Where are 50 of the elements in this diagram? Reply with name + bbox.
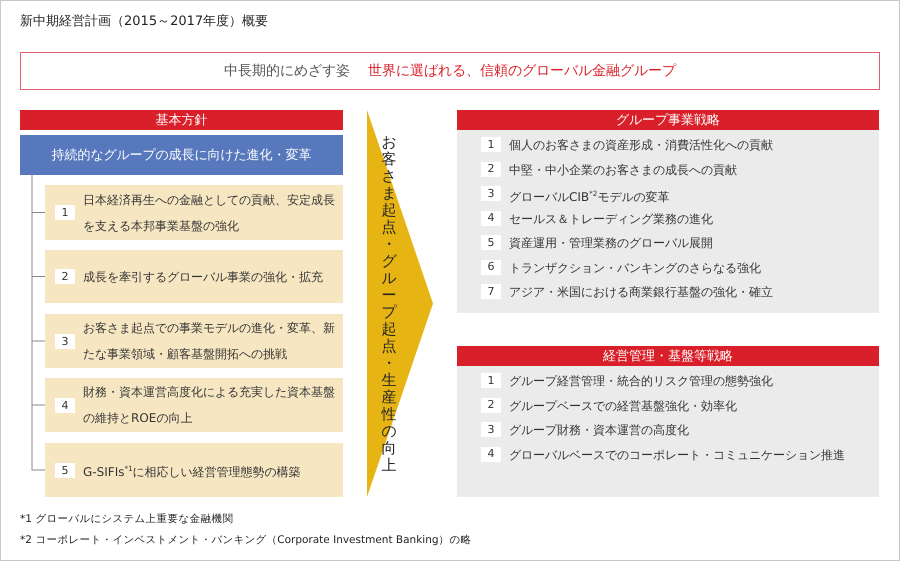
item-number: 3 <box>55 334 75 348</box>
item-number: 3 <box>481 186 501 201</box>
item-text: グループ経営管理・統合的リスク管理の態勢強化 <box>509 373 773 390</box>
section-header: グループ事業戦略 <box>457 110 879 130</box>
item-number: 2 <box>481 162 501 176</box>
item-text: 日本経済再生への金融としての貢献、安定成長を支える本邦事業基盤の強化 <box>83 192 336 234</box>
tree-connector <box>32 174 46 470</box>
item-text: グローバルCIB$^{*2}$モデルの変革 <box>509 188 670 206</box>
item-number: 4 <box>481 210 501 226</box>
strategy-panel <box>457 346 879 497</box>
item-text: セールス＆トレーディング業務の進化 <box>509 210 713 228</box>
page-title: 新中期経営計画（2015～2017年度）概要 <box>20 13 268 30</box>
item-number: 4 <box>55 398 75 412</box>
policy-banner: 持続的なグループの成長に向けた進化・変革 <box>20 135 343 175</box>
item-number: 1 <box>55 205 75 220</box>
item-text: G-SIFIs$^{*1}$に相応しい経営管理態勢の構築 <box>83 462 301 480</box>
item-number: 3 <box>481 422 501 437</box>
item-text: 資産運用・管理業務のグローバル展開 <box>509 235 713 252</box>
vision-statement: 世界に選ばれる、信頼のグローバル金融グループ <box>368 62 676 80</box>
item-number: 2 <box>55 269 75 284</box>
item-text: グローバルベースでのコーポレート・コミュニケーション推進 <box>509 446 845 464</box>
vision-box <box>20 52 880 90</box>
section-header: 基本方針 <box>20 110 343 130</box>
item-text: 成長を牽引するグローバル事業の強化・拡充 <box>83 268 323 286</box>
section-header: 経営管理・基盤等戦略 <box>457 346 879 366</box>
policy-card <box>45 314 343 368</box>
item-number: 4 <box>481 446 501 462</box>
policy-card <box>45 378 343 432</box>
item-text: アジア・米国における商業銀行基盤の強化・確立 <box>509 284 773 301</box>
policy-card <box>45 250 343 303</box>
strategy-panel <box>457 110 879 313</box>
item-number: 1 <box>481 137 501 152</box>
item-text: 財務・資本運営高度化による充実した資本基盤の維持とROEの向上 <box>83 384 336 427</box>
footnote: *1 グローバルにシステム上重要な金融機関 <box>20 512 234 526</box>
item-text: グループベースでの経営基盤強化・効率化 <box>509 398 737 414</box>
item-text: 中堅・中小企業のお客さまの成長への貢献 <box>509 162 737 178</box>
item-number: 2 <box>481 398 501 412</box>
item-number: 5 <box>481 235 501 250</box>
item-number: 5 <box>55 462 75 478</box>
item-text: 個人のお客さまの資産形成・消費活性化への貢献 <box>509 137 773 154</box>
item-number: 7 <box>481 284 501 299</box>
policy-card <box>45 185 343 240</box>
item-text: グループ財務・資本運営の高度化 <box>509 422 689 439</box>
footnote: *2 コーポレート・インベストメント・バンキング（Corporate Investment Banking）の略 <box>20 533 472 547</box>
item-number: 6 <box>481 260 501 274</box>
item-number: 1 <box>481 373 501 388</box>
policy-card <box>45 443 343 497</box>
item-text: お客さま起点での事業モデルの進化・変革、新たな事業領域・顧客基盤開拓への挑戦 <box>83 320 336 363</box>
vision-heading: 中長期的にめざす姿 <box>224 62 350 80</box>
item-text: トランザクション・バンキングのさらなる強化 <box>509 260 761 276</box>
